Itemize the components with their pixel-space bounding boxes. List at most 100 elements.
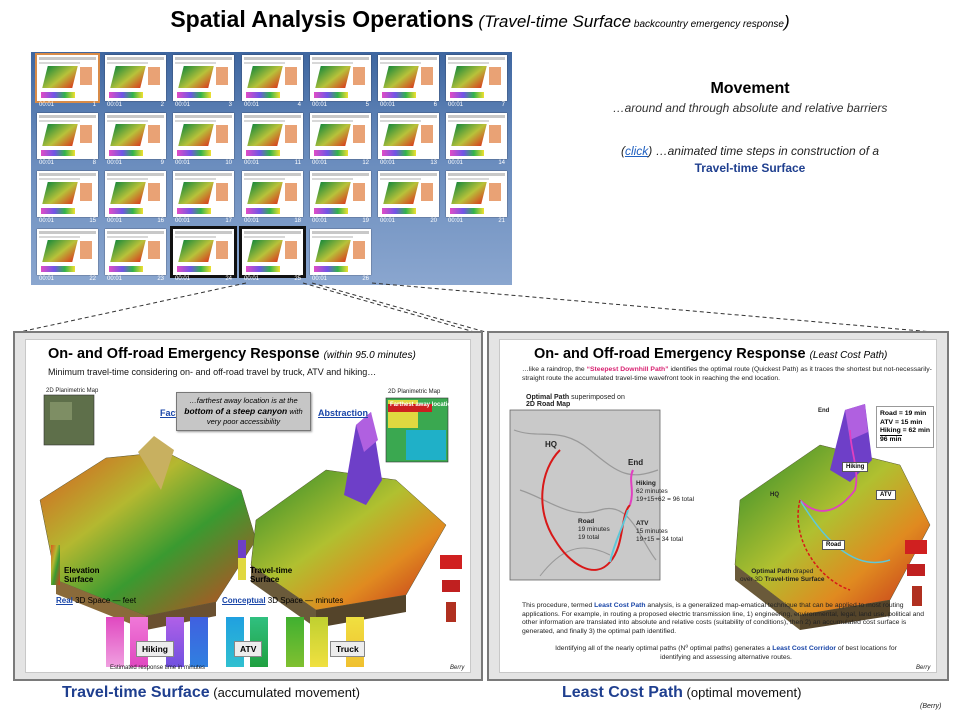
- thumb-legend: [382, 150, 416, 156]
- slide-thumbnail[interactable]: [310, 113, 371, 159]
- caption-right-main: Least Cost Path: [562, 684, 683, 701]
- slide-thumbnail[interactable]: [446, 113, 507, 159]
- thumb-terrain: [451, 124, 487, 146]
- slide-thumbnail[interactable]: [446, 171, 507, 217]
- slide-thumbnail[interactable]: [37, 113, 98, 159]
- slide-thumbnail[interactable]: [378, 113, 439, 159]
- slide-thumbnail[interactable]: [105, 55, 166, 101]
- thumb-subtitle-bar: [107, 120, 148, 122]
- slide-canvas: On- and Off-road Emergency Response (Lea…: [499, 339, 937, 673]
- thumb-terrain: [110, 240, 146, 262]
- slide-thumbnail[interactable]: [242, 171, 303, 217]
- thumb-side-map: [421, 67, 433, 85]
- thumb-subtitle-bar: [244, 120, 285, 122]
- caption-left: Travel-time Surface (accumulated movemen…: [62, 684, 360, 702]
- slide-thumbnail[interactable]: [173, 171, 234, 217]
- slide-thumbnail[interactable]: [242, 55, 303, 101]
- slide-number: 20: [430, 218, 437, 224]
- slide-time: 00:01: [244, 218, 260, 224]
- slide-number: 13: [430, 160, 437, 166]
- slide-number: 22: [89, 276, 96, 282]
- slide-thumbnail[interactable]: [173, 113, 234, 159]
- slide-thumbnail[interactable]: [35, 53, 100, 103]
- road-word: Road: [578, 518, 595, 525]
- thumb-subtitle-bar: [107, 62, 148, 64]
- thumb-title-bar: [107, 231, 164, 234]
- slide-time: 00:01: [175, 276, 191, 282]
- slide-thumbnail[interactable]: [170, 226, 237, 278]
- para-c: analysis, is a generalized map-ematical …: [522, 602, 924, 635]
- legend-total: 96 min: [880, 434, 902, 443]
- slide-time: 00:01: [107, 218, 123, 224]
- thumb-terrain: [247, 66, 283, 88]
- least-cost-path-slide[interactable]: On- and Off-road Emergency Response (Lea…: [487, 331, 949, 681]
- thumb-subtitle-bar: [107, 236, 148, 238]
- slide-thumbnail[interactable]: [239, 226, 306, 278]
- thumb-terrain: [110, 124, 146, 146]
- slide-time: 00:01: [312, 276, 328, 282]
- caption-left-note: (accumulated movement): [209, 685, 360, 700]
- slide-thumbnail[interactable]: [105, 113, 166, 159]
- slide-time: 00:01: [175, 102, 191, 108]
- conceptual-rest: 3D Space — minutes: [265, 596, 344, 605]
- slide-thumbnail[interactable]: [173, 55, 234, 101]
- callout-line1: …farthest away location is at the: [189, 396, 298, 405]
- thumb-title-bar: [380, 115, 437, 118]
- thumb-title-bar: [175, 231, 232, 234]
- thumb-side-map: [489, 67, 501, 85]
- thumb-legend: [41, 266, 75, 272]
- thumb-subtitle-bar: [312, 62, 353, 64]
- slide-thumbnail[interactable]: [378, 55, 439, 101]
- thumb-title-bar: [312, 231, 369, 234]
- slide-thumbnail[interactable]: [310, 171, 371, 217]
- slide-number: 17: [225, 218, 232, 224]
- thumb-title-bar: [175, 57, 232, 60]
- slide-time: 00:01: [175, 160, 191, 166]
- optimal-b: superimposed on: [569, 394, 625, 401]
- intro-b: “Steepest Downhill Path”: [586, 366, 669, 373]
- slide-time: 00:01: [175, 218, 191, 224]
- slide-thumbnail[interactable]: [242, 113, 303, 159]
- thumb-terrain: [247, 240, 283, 262]
- slide-number: 15: [89, 218, 96, 224]
- click-link[interactable]: click: [624, 144, 649, 158]
- legend-col-8: [310, 617, 328, 667]
- slide-thumbnail[interactable]: [37, 229, 98, 275]
- thumb-title-bar: [39, 115, 96, 118]
- thumb-legend: [109, 92, 143, 98]
- thumb-side-map: [285, 67, 297, 85]
- thumb-side-map: [80, 67, 92, 85]
- slide-thumbnail[interactable]: [105, 171, 166, 217]
- thumb-title-bar: [107, 173, 164, 176]
- slide-time: 00:01: [380, 160, 396, 166]
- slide-thumbnail[interactable]: [310, 55, 371, 101]
- thumb-title-bar: [107, 115, 164, 118]
- abstraction-label: Abstraction: [318, 408, 369, 418]
- travel-time-surface-slide[interactable]: On- and Off-road Emergency Response (wit…: [13, 331, 483, 681]
- thumb-subtitle-bar: [244, 236, 285, 238]
- thumb-subtitle-bar: [380, 120, 421, 122]
- slide-thumbnail[interactable]: [105, 229, 166, 275]
- slide-thumbnail[interactable]: [37, 171, 98, 217]
- right-slide-title: On- and Off-road Emergency Response (Lea…: [534, 346, 887, 362]
- slide-number: 23: [157, 276, 164, 282]
- thumb-side-map: [421, 183, 433, 201]
- thumb-subtitle-bar: [39, 178, 80, 180]
- thumb-side-map: [285, 183, 297, 201]
- slide-thumbnail[interactable]: [310, 229, 371, 275]
- surface-end-label: End: [818, 408, 830, 414]
- legend-col-4: [190, 617, 208, 667]
- thumb-side-map: [421, 125, 433, 143]
- thumb-title-bar: [39, 173, 96, 176]
- slide-thumbnail[interactable]: [378, 171, 439, 217]
- slide-thumbnail[interactable]: [446, 55, 507, 101]
- thumb-subtitle-bar: [448, 62, 489, 64]
